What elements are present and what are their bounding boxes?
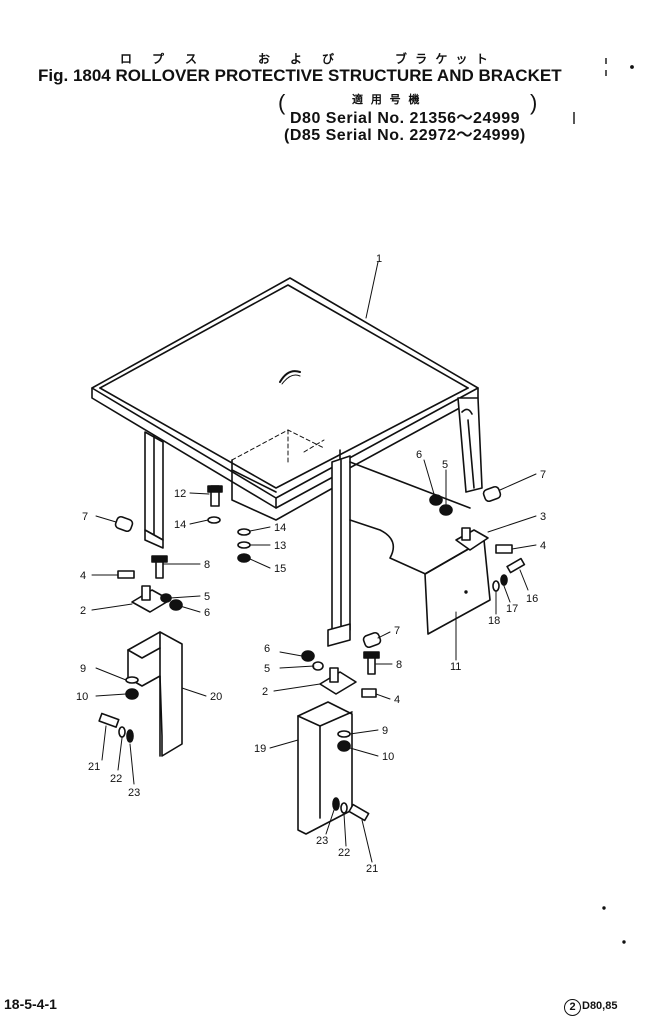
callout-4-center: 4 (394, 694, 400, 706)
callout-13: 13 (274, 540, 286, 552)
callout-22-left: 22 (110, 773, 122, 785)
callout-4-right: 4 (540, 540, 546, 552)
margin-marks (464, 58, 634, 944)
callout-9-left: 9 (80, 663, 86, 675)
applicable-models-label: 適 用 号 機 (352, 93, 422, 106)
callout-1: 1 (376, 253, 382, 265)
callout-7-center: 7 (394, 625, 400, 637)
callout-20: 20 (210, 691, 222, 703)
model-circle-number: 2 (564, 999, 581, 1016)
side-shield-outline (349, 461, 471, 577)
callout-5-left: 5 (204, 591, 210, 603)
jp-pu: プ (152, 52, 167, 66)
page-reference: 18-5-4-1 (4, 996, 57, 1012)
callout-7-right: 7 (540, 469, 546, 481)
jp-yo: よ (290, 52, 305, 66)
callout-8-center: 8 (396, 659, 402, 671)
panel-11 (424, 539, 491, 635)
callout-labels: 1 12 7 14 14 13 15 4 8 2 5 6 9 10 20 21 … (76, 253, 546, 875)
callout-11: 11 (450, 661, 461, 673)
callout-4-left: 4 (80, 570, 86, 582)
jp-o: お (258, 52, 273, 66)
callout-10-center: 10 (382, 751, 394, 763)
callout-16: 16 (526, 593, 538, 605)
callout-5-center: 5 (264, 663, 270, 675)
callout-23-center: 23 (316, 835, 328, 847)
jp-ro: ロ (120, 52, 135, 66)
callout-9-center: 9 (382, 725, 388, 737)
figure-title: Fig. 1804 ROLLOVER PROTECTIVE STRUCTURE … (38, 66, 562, 85)
callout-8-left: 8 (204, 559, 210, 571)
serial-bracket-left: ( (278, 90, 286, 115)
bracket-3 (455, 527, 489, 551)
jp-bi: び (322, 52, 337, 66)
callout-12: 12 (174, 488, 186, 500)
leader-lines (91, 261, 537, 863)
serial-d80: D80 Serial No. 21356～24999 (290, 110, 521, 127)
callout-3: 3 (540, 511, 546, 523)
callout-10-left: 10 (76, 691, 88, 703)
callout-22-center: 22 (338, 847, 350, 859)
callout-14-right: 14 (274, 522, 286, 534)
roof-hidden-box (231, 429, 325, 466)
callout-18: 18 (488, 615, 500, 627)
canopy-roof (91, 277, 479, 509)
callout-5-right: 5 (442, 459, 448, 471)
callout-6-left: 6 (204, 607, 210, 619)
front-post (327, 455, 351, 647)
serial-d85: (D85 Serial No. 22972～24999) (284, 127, 526, 144)
callout-19: 19 (254, 743, 266, 755)
left-post (144, 431, 164, 549)
callout-23-left: 23 (128, 787, 140, 799)
callout-6-center: 6 (264, 643, 270, 655)
callout-21-center: 21 (366, 863, 378, 875)
callout-17: 17 (506, 603, 518, 615)
callout-2-center: 2 (262, 686, 268, 698)
callout-14-left: 14 (174, 519, 186, 531)
model-reference: D80,85 (582, 1000, 618, 1012)
callout-6-right: 6 (416, 449, 422, 461)
bracket-2-center (319, 667, 357, 695)
rear-post (457, 397, 483, 493)
serial-bracket-right: ) (530, 90, 538, 115)
jp-bracket: ブ ラ ケ ッ ト (395, 52, 490, 66)
callout-7-left: 7 (82, 511, 88, 523)
callout-21-left: 21 (88, 761, 100, 773)
callout-2-left: 2 (80, 605, 86, 617)
callout-15: 15 (274, 563, 286, 575)
jp-su: ス (185, 52, 200, 66)
